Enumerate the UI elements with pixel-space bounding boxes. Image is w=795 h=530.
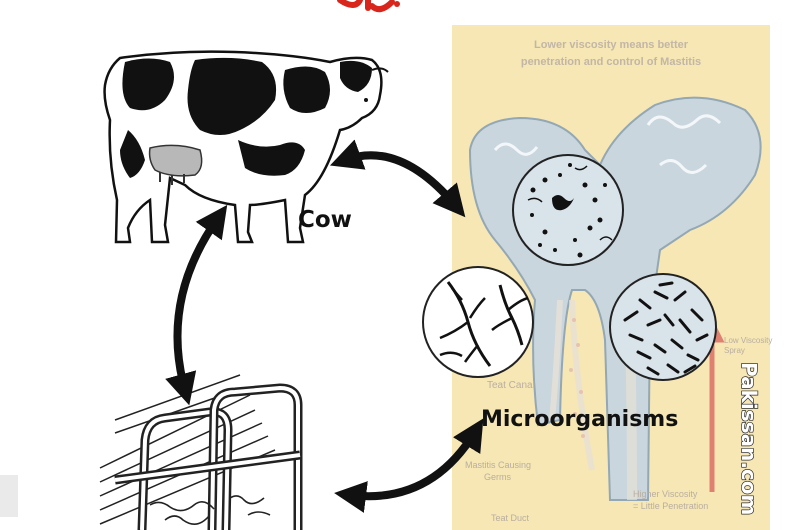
low-viscosity-label-2: Spray (724, 346, 745, 355)
microbe-circle-filaments (423, 267, 533, 377)
inset-header-line2: penetration and control of Mastitis (521, 56, 701, 68)
low-viscosity-label-1: Low Viscosity (724, 336, 772, 345)
teat-duct-label: Teat Duct (491, 513, 530, 523)
microorganisms-label: Microorganisms (481, 407, 678, 432)
microbe-circle-rods (610, 274, 716, 380)
cow-label: Cow (298, 207, 352, 233)
arrow-cow-microorganisms (345, 155, 455, 205)
left-edge-fragment (0, 475, 18, 517)
microbe-circle-cocci (513, 155, 623, 265)
logo-fragment (340, 0, 400, 9)
higher-viscosity-label-2: = Little Penetration (633, 501, 708, 511)
mastitis-germs-label-2: Germs (484, 472, 512, 482)
arrow-cow-environment (177, 218, 218, 390)
higher-viscosity-label-1: Higher Viscosity (633, 489, 698, 499)
mastitis-germs-label-1: Mastitis Causing (465, 460, 531, 470)
stall-illustration (100, 375, 300, 530)
teat-canal-label: Teat Canal (487, 380, 535, 391)
watermark-text: Pakissan.com (737, 362, 761, 515)
inset-header-line1: Lower viscosity means better (534, 39, 689, 51)
